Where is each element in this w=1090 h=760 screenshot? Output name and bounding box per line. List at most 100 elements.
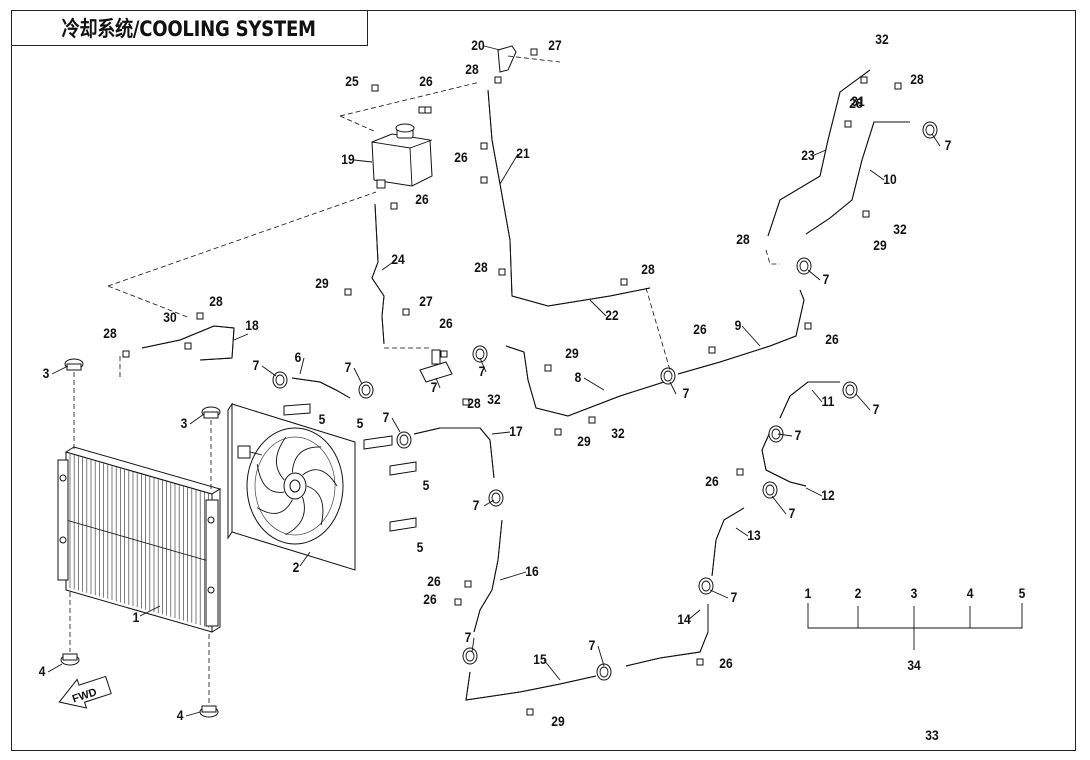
expansion-tank-drawing [371, 123, 433, 189]
callout-label: 23 [801, 147, 814, 163]
hose-clamps [272, 121, 938, 681]
callout-label: 8 [575, 369, 582, 385]
callout-label: 24 [391, 251, 405, 267]
callout-label: 15 [533, 651, 546, 667]
callout-label: 7 [945, 137, 952, 153]
callout-label: 28 [736, 231, 749, 247]
callout-label: 26 [419, 73, 432, 89]
callout-label: 5 [319, 411, 326, 427]
callout-label: 26 [719, 655, 732, 671]
callout-label: 29 [565, 345, 578, 361]
fan-assembly-drawing [227, 402, 356, 571]
radiator-drawing [57, 446, 222, 633]
callout-label: 28 [103, 325, 116, 341]
assembly-total-label: 34 [907, 657, 921, 673]
callout-label: 17 [509, 423, 522, 439]
callout-label: 33 [925, 727, 938, 743]
callout-label: 26 [454, 149, 467, 165]
callout-label: 26 [423, 591, 436, 607]
callout-label: 32 [875, 31, 888, 47]
callout-label: 30 [163, 309, 176, 325]
assembly-member-label: 2 [855, 585, 862, 601]
callout-label: 5 [417, 539, 424, 555]
callout-label: 10 [883, 171, 896, 187]
callout-label: 12 [821, 487, 834, 503]
callout-label: 7 [465, 629, 472, 645]
diagram-title: 冷却系统/COOLING SYSTEM [61, 16, 317, 41]
callout-label: 13 [747, 527, 760, 543]
callout-label: 28 [465, 61, 478, 77]
callout-label: 21 [516, 145, 529, 161]
callout-label: 3 [181, 415, 188, 431]
callout-label: 26 [439, 315, 452, 331]
callout-label: 7 [345, 359, 352, 375]
callout-label: 18 [245, 317, 258, 333]
callout-label: 28 [641, 261, 654, 277]
callout-label: 29 [551, 713, 564, 729]
callout-label: 5 [357, 415, 364, 431]
callout-label: 26 [415, 191, 428, 207]
callout-label: 7 [683, 385, 690, 401]
title-block: 冷却系统/COOLING SYSTEM [11, 10, 368, 46]
callout-label: 7 [473, 497, 480, 513]
callout-label: 7 [253, 357, 260, 373]
callout-label: 26 [693, 321, 706, 337]
callout-label: 9 [735, 317, 742, 333]
fasteners [122, 48, 902, 716]
assembly-member-label: 3 [911, 585, 918, 601]
callout-label: 4 [39, 663, 46, 679]
callout-label: 28 [209, 293, 222, 309]
callout-label: 27 [548, 37, 561, 53]
callout-label: 29 [873, 237, 886, 253]
leader-lines [47, 45, 941, 717]
callout-label: 7 [589, 637, 596, 653]
callout-label: 28 [467, 395, 480, 411]
callout-label: 28 [849, 95, 862, 111]
callout-label: 7 [731, 589, 738, 605]
callout-label: 11 [822, 393, 835, 409]
assembly-member-label: 5 [1019, 585, 1026, 601]
callout-label: 26 [427, 573, 440, 589]
callout-label: 31 [851, 93, 864, 109]
callout-label: 20 [471, 37, 484, 53]
callout-label: 2 [293, 559, 300, 575]
callout-label: 7 [383, 409, 390, 425]
callout-label: 7 [823, 271, 830, 287]
callout-label: 14 [677, 611, 691, 627]
drawing-frame [11, 10, 1076, 751]
callout-label: 32 [893, 221, 906, 237]
callout-label: 4 [177, 707, 184, 723]
callout-label: 6 [295, 349, 302, 365]
reference-lines [107, 55, 780, 378]
callout-label: 7 [789, 505, 796, 521]
callout-label: 5 [423, 477, 430, 493]
assembly-member-label: 1 [805, 585, 812, 601]
callout-label: 1 [133, 609, 140, 625]
assembly-bracket [807, 603, 1023, 650]
callout-label: 28 [910, 71, 923, 87]
callout-label: 7 [431, 379, 438, 395]
callout-label: 7 [873, 401, 880, 417]
callout-label: 32 [611, 425, 624, 441]
callout-label: 7 [795, 427, 802, 443]
callout-label: 22 [605, 307, 618, 323]
callout-label: 25 [345, 73, 358, 89]
callout-label: 32 [487, 391, 500, 407]
assembly-member-label: 4 [967, 585, 974, 601]
callout-label: 28 [474, 259, 487, 275]
fwd-arrow: FWD [58, 675, 112, 709]
callout-label: 3 [43, 365, 50, 381]
callout-label: 29 [577, 433, 590, 449]
rubber-grommets [60, 358, 221, 718]
callout-label: 7 [479, 363, 486, 379]
coolant-hoses [141, 45, 910, 701]
callout-label: 19 [341, 151, 354, 167]
callout-label: 16 [525, 563, 538, 579]
fan-brackets [283, 403, 417, 532]
callout-label: 26 [705, 473, 718, 489]
callout-label: 26 [825, 331, 838, 347]
callout-label: 29 [315, 275, 328, 291]
